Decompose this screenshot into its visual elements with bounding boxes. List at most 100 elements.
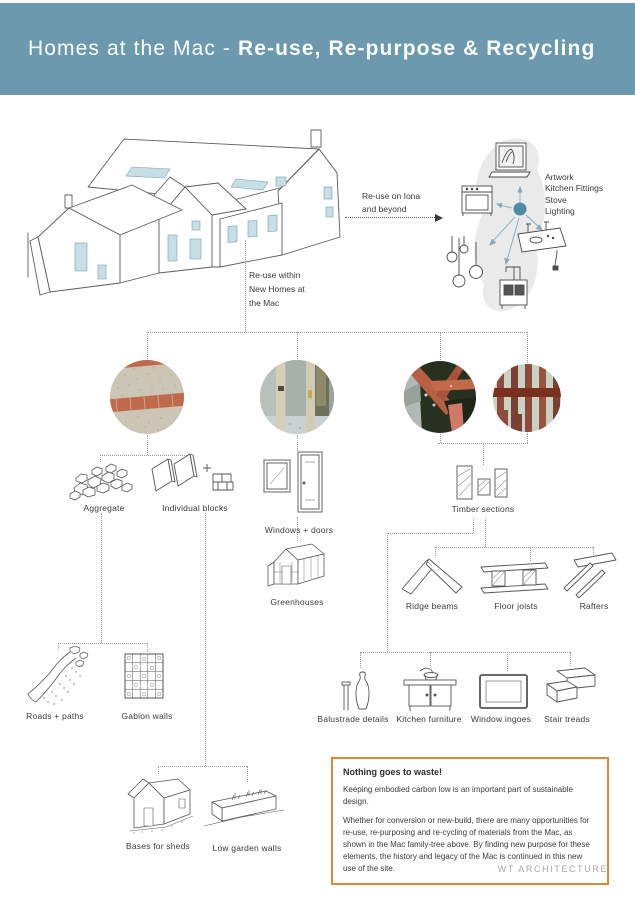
node-label-gabion-walls: Gabion walls [121, 711, 173, 721]
kitchen-furniture-icon [400, 666, 462, 714]
connector-line [593, 547, 594, 555]
kitchen-fittings-icon [517, 221, 567, 271]
middle-roof-right [184, 182, 247, 216]
connector-line [100, 455, 101, 462]
connector-line [297, 332, 298, 359]
hub-arrows [489, 185, 543, 266]
connector-line [147, 435, 148, 455]
connector-line [147, 332, 527, 333]
connector-line [147, 332, 148, 359]
connector-line [158, 766, 247, 767]
balustrade-details-icon [338, 668, 378, 714]
connector-line [435, 547, 436, 556]
info-box-para2: Whether for conversion or new-build, the… [343, 816, 590, 873]
individual-blocks-icon [147, 450, 237, 502]
stair-treads-icon [541, 666, 599, 712]
node-label-windows-doors: Windows + doors [264, 525, 334, 535]
bases-for-sheds-icon [122, 770, 196, 838]
connector-line [483, 443, 484, 465]
stove-icon [499, 266, 528, 309]
artwork-icon [488, 142, 531, 178]
header-bar: Homes at the Mac - Re-use, Re-purpose & … [0, 3, 635, 95]
connector-line [507, 652, 508, 671]
connector-line [527, 332, 528, 363]
node-label-individual-blocks: Individual blocks [162, 503, 228, 513]
iona-item: Kitchen Fittings [545, 183, 604, 194]
node-label-aggregate: Aggregate [83, 503, 125, 513]
connector-line [297, 517, 298, 541]
photo-pebbledash-wall [110, 360, 184, 434]
connector-line [440, 332, 441, 360]
node-label-roads-paths: Roads + paths [26, 711, 84, 721]
lighting-icon [446, 236, 483, 288]
floor-joists-icon [479, 560, 551, 596]
low-garden-walls-icon [202, 780, 286, 834]
connector-line [530, 547, 531, 561]
iona-item: Stove [545, 194, 567, 205]
connector-line [147, 643, 148, 652]
iona-island-blob [474, 138, 546, 312]
connector-line [58, 643, 147, 644]
node-label-low-garden-walls: Low garden walls [212, 843, 282, 853]
skylight-2 [230, 178, 269, 191]
page-title-bold: Re-use, Re-purpose & Recycling [237, 37, 596, 60]
node-label-stair-treads: Stair treads [544, 714, 590, 724]
connector-line [360, 652, 570, 653]
timber-sections-icon [455, 464, 510, 504]
connector-line [387, 533, 388, 652]
chimney-left [64, 194, 73, 209]
photo-red-steel-frame [404, 361, 476, 433]
connector-line [205, 513, 206, 766]
connector-line [247, 766, 248, 782]
iona-cluster [440, 132, 635, 327]
oven-icon [461, 185, 493, 216]
reuse-iona-arrowhead [435, 213, 443, 222]
reuse-within-label: Re-use within New Homes at the Mac [249, 270, 305, 308]
skylight-1 [125, 166, 171, 179]
connector-line [430, 652, 431, 666]
ridge-beams-icon [398, 553, 470, 599]
reuse-iona-arrow-line [345, 217, 435, 218]
node-label-window-ingoes: Window ingoes [470, 714, 532, 724]
chimney-right [310, 129, 322, 148]
hub-dot [513, 202, 527, 216]
connector-line [570, 652, 571, 666]
node-label-floor-joists: Floor joists [494, 601, 538, 611]
roads-paths-icon [24, 646, 90, 710]
info-box-para1: Keeping embodied carbon low is an import… [343, 785, 573, 806]
photo-glazed-doors [260, 360, 334, 434]
node-label-ridge-beams: Ridge beams [405, 601, 459, 611]
connector-line [100, 455, 191, 456]
connector-line [435, 547, 593, 548]
node-label-balustrade-details: Balustrade details [317, 714, 389, 724]
greenhouses-icon [266, 538, 328, 592]
connector-line [527, 433, 528, 443]
photo-red-timber-slats [493, 364, 561, 432]
windows-doors-icon [262, 450, 326, 520]
connector-line [158, 766, 159, 774]
node-label-bases-for-sheds: Bases for sheds [126, 841, 190, 851]
connector-line [245, 240, 246, 332]
iona-items-list: Artwork Kitchen Fittings Stove Lighting [545, 172, 603, 218]
connector-line [360, 652, 361, 668]
info-box: Nothing goes to waste! Keeping embodied … [331, 757, 609, 885]
node-label-rafters: Rafters [579, 601, 609, 611]
reuse-iona-label: Re-use on Iona and beyond [362, 191, 421, 215]
rafters-icon [560, 550, 620, 598]
window-ingoes-icon [477, 671, 533, 713]
connector-line [387, 533, 473, 534]
connector-line [473, 518, 474, 533]
connector-line [101, 513, 102, 643]
iona-item: Artwork [545, 172, 574, 182]
aggregate-icon [68, 460, 138, 502]
connector-line [297, 435, 298, 451]
node-label-greenhouses: Greenhouses [270, 597, 324, 607]
info-box-title: Nothing goes to waste! [343, 767, 442, 777]
iona-item: Lighting [545, 206, 575, 217]
page-title: Homes at the Mac - Re-use, Re-purpose & … [28, 37, 595, 61]
left-lean-to [29, 236, 51, 296]
connector-line [485, 518, 486, 547]
gabion-walls-icon [120, 650, 170, 704]
node-label-kitchen-furniture: Kitchen furniture [396, 714, 462, 724]
